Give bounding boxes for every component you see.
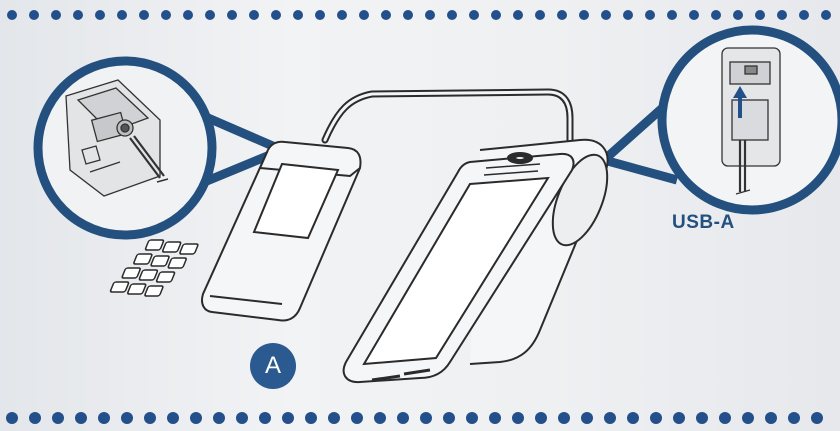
border-dot xyxy=(742,412,754,424)
border-dot xyxy=(601,10,611,20)
border-dot xyxy=(271,10,281,20)
border-dot xyxy=(696,412,708,424)
border-dot xyxy=(227,10,237,20)
border-dot xyxy=(144,412,156,424)
border-dot xyxy=(75,412,87,424)
border-dot xyxy=(777,10,787,20)
border-dot xyxy=(139,10,149,20)
border-dot xyxy=(236,412,248,424)
border-dot xyxy=(765,412,777,424)
border-dot xyxy=(799,10,809,20)
border-dot xyxy=(579,10,589,20)
border-dot xyxy=(627,412,639,424)
border-dot xyxy=(121,412,133,424)
border-dot xyxy=(581,412,593,424)
border-dot xyxy=(315,10,325,20)
border-dot xyxy=(374,412,386,424)
border-dot xyxy=(719,412,731,424)
border-dot xyxy=(645,10,655,20)
border-dot xyxy=(447,10,457,20)
border-dot xyxy=(535,412,547,424)
border-dot xyxy=(29,10,39,20)
connection-cable xyxy=(325,92,570,145)
border-dot xyxy=(650,412,662,424)
border-dot xyxy=(259,412,271,424)
border-dot xyxy=(213,412,225,424)
border-dot xyxy=(161,10,171,20)
border-dot xyxy=(52,412,64,424)
border-dot xyxy=(7,10,17,20)
step-a-badge: A xyxy=(250,343,296,389)
border-dot xyxy=(443,412,455,424)
border-dot xyxy=(513,10,523,20)
border-dot xyxy=(381,10,391,20)
border-dot xyxy=(351,412,363,424)
border-dot xyxy=(425,10,435,20)
border-dot xyxy=(491,10,501,20)
top-dotted-border xyxy=(7,10,831,20)
border-dot xyxy=(489,412,501,424)
border-dot xyxy=(29,412,41,424)
bottom-dotted-border xyxy=(6,412,823,424)
border-dot xyxy=(755,10,765,20)
border-dot xyxy=(512,412,524,424)
border-dot xyxy=(733,10,743,20)
border-dot xyxy=(359,10,369,20)
border-dot xyxy=(293,10,303,20)
border-dot xyxy=(167,412,179,424)
smart-pos-terminal xyxy=(344,140,619,382)
border-dot xyxy=(403,10,413,20)
border-dot xyxy=(117,10,127,20)
border-dot xyxy=(469,10,479,20)
border-dot xyxy=(282,412,294,424)
border-dot xyxy=(397,412,409,424)
border-dot xyxy=(558,412,570,424)
border-dot xyxy=(689,10,699,20)
border-dot xyxy=(190,412,202,424)
border-dot xyxy=(557,10,567,20)
border-dot xyxy=(811,412,823,424)
border-dot xyxy=(466,412,478,424)
border-dot xyxy=(328,412,340,424)
border-dot xyxy=(711,10,721,20)
border-dot xyxy=(667,10,677,20)
border-dot xyxy=(305,412,317,424)
border-dot xyxy=(604,412,616,424)
border-dot xyxy=(95,10,105,20)
border-dot xyxy=(249,10,259,20)
border-dot xyxy=(623,10,633,20)
border-dot xyxy=(6,412,18,424)
border-dot xyxy=(73,10,83,20)
usb-a-label: USB-A xyxy=(672,212,735,234)
border-dot xyxy=(673,412,685,424)
border-dot xyxy=(205,10,215,20)
border-dot xyxy=(98,412,110,424)
border-dot xyxy=(337,10,347,20)
border-dot xyxy=(183,10,193,20)
border-dot xyxy=(788,412,800,424)
border-dot xyxy=(821,10,831,20)
border-dot xyxy=(51,10,61,20)
border-dot xyxy=(535,10,545,20)
keypad xyxy=(110,240,198,296)
right-zoom-callout xyxy=(604,30,840,210)
border-dot xyxy=(420,412,432,424)
